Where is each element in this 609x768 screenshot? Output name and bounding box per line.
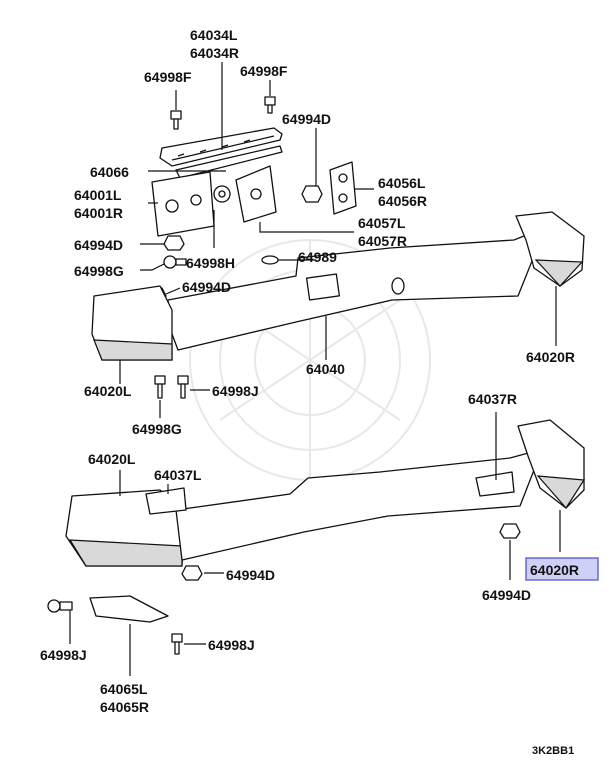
bracket-64001 <box>151 171 215 237</box>
strip-64066 <box>175 145 283 179</box>
bracket-64057 <box>235 165 277 223</box>
label-64998H[interactable]: 64998H <box>186 255 235 271</box>
label-64994D-right[interactable]: 64994D <box>482 587 531 603</box>
leader-lines <box>69 62 561 676</box>
label-64989[interactable]: 64989 <box>298 249 337 265</box>
clip-64989 <box>261 255 279 265</box>
nut-64994D-left <box>163 235 185 251</box>
bracket-64037R <box>475 471 515 497</box>
label-64998F-right[interactable]: 64998F <box>240 63 288 79</box>
label-64020L-top[interactable]: 64020L <box>84 383 132 399</box>
label-64034R[interactable]: 64034R <box>190 45 239 61</box>
bracket-64056 <box>329 161 357 215</box>
selected-part-highlight <box>525 557 599 581</box>
label-64998J-left[interactable]: 64998J <box>40 647 87 663</box>
label-64056L[interactable]: 64056L <box>378 175 426 191</box>
bolt-64998F-right <box>264 80 276 114</box>
label-64994D-top[interactable]: 64994D <box>282 111 331 127</box>
label-64994D-bottom[interactable]: 64994D <box>226 567 275 583</box>
label-64065L[interactable]: 64065L <box>100 681 148 697</box>
bolt-64998G-bottom <box>154 375 166 399</box>
label-64040[interactable]: 64040 <box>306 361 345 377</box>
label-64998F-left[interactable]: 64998F <box>144 69 192 85</box>
label-64034L[interactable]: 64034L <box>190 27 238 43</box>
bolt-64998J-mid <box>177 375 189 399</box>
end-cap-64020L-top <box>91 285 173 361</box>
nut-64994D-top <box>301 185 323 203</box>
label-64056R[interactable]: 64056R <box>378 193 427 209</box>
bracket-64037L <box>145 487 187 515</box>
label-64020L-bottom[interactable]: 64020L <box>88 451 136 467</box>
label-64994D-mid[interactable]: 64994D <box>182 279 231 295</box>
bolt-64998J-left <box>47 599 73 613</box>
label-64998G-bottom[interactable]: 64998G <box>132 421 182 437</box>
bumper-beam-lower <box>175 451 535 561</box>
figure-code: 3K2BB1 <box>532 745 574 757</box>
label-64001L[interactable]: 64001L <box>74 187 122 203</box>
end-cap-64020R-top <box>515 211 585 287</box>
part-labels: 64034L 64034R 64998F 64998F 64994D 64066… <box>40 27 579 757</box>
label-64065R[interactable]: 64065R <box>100 699 149 715</box>
label-64057R[interactable]: 64057R <box>358 233 407 249</box>
nut-64994D-right <box>499 523 521 539</box>
bracket-64065 <box>89 595 169 623</box>
label-64020R-selected[interactable]: 64020R <box>530 562 579 578</box>
label-64998G-top[interactable]: 64998G <box>74 263 124 279</box>
label-64994D-left[interactable]: 64994D <box>74 237 123 253</box>
end-cap-64020R-bottom <box>517 419 586 509</box>
label-64001R[interactable]: 64001R <box>74 205 123 221</box>
washer-64998H <box>213 185 231 203</box>
label-64066[interactable]: 64066 <box>90 164 129 180</box>
label-64037R[interactable]: 64037R <box>468 391 517 407</box>
label-64057L[interactable]: 64057L <box>358 215 406 231</box>
bolt-64998G-top <box>163 255 187 269</box>
label-64998J-mid[interactable]: 64998J <box>212 383 259 399</box>
bracket-plate-64034 <box>159 127 283 167</box>
label-64020R-top[interactable]: 64020R <box>526 349 575 365</box>
nut-64994D-bottom <box>181 565 203 581</box>
label-64998J-right[interactable]: 64998J <box>208 637 255 653</box>
bolt-64998J-right <box>171 633 183 655</box>
bolt-64998F-left <box>170 90 182 130</box>
label-64037L[interactable]: 64037L <box>154 467 202 483</box>
